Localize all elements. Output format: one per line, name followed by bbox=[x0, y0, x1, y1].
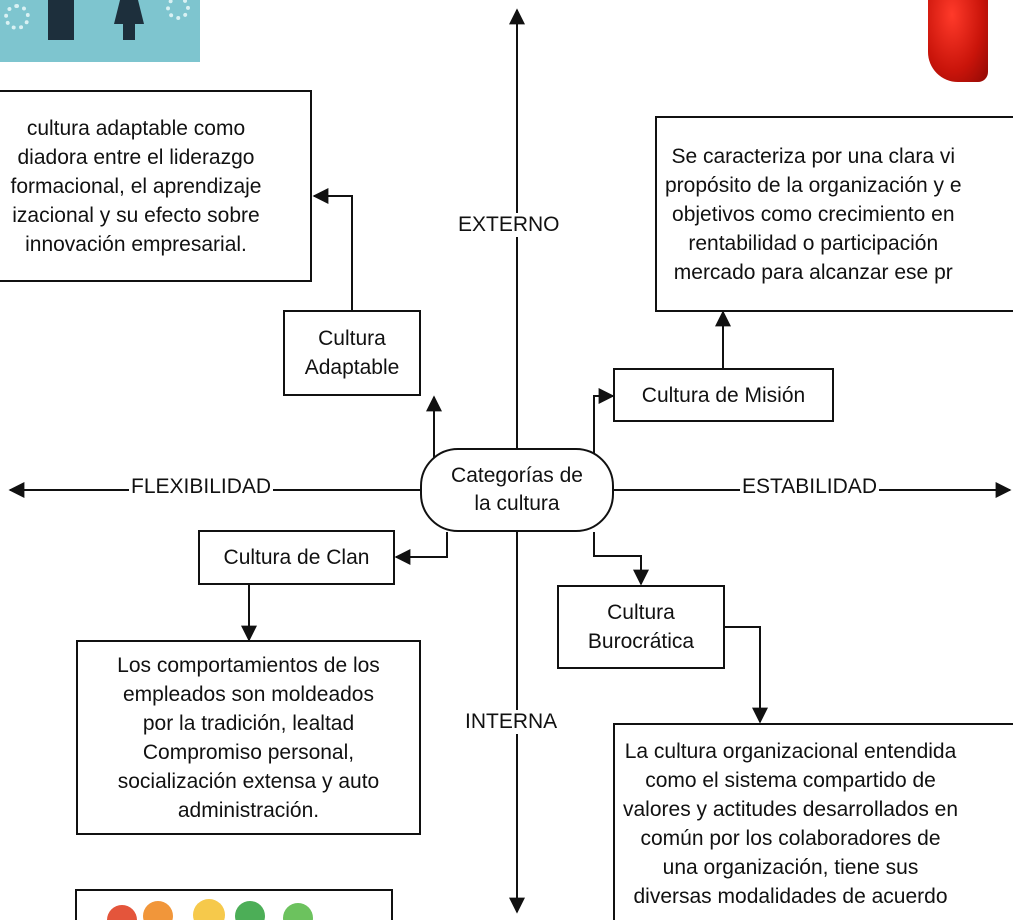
people-image bbox=[0, 0, 200, 62]
node-cultura-mision: Cultura de Misión bbox=[613, 368, 834, 422]
description-cultura-burocratica: La cultura organizacional entendida como… bbox=[613, 723, 1013, 920]
description-cultura-clan: Los comportamientos de los empleados son… bbox=[76, 640, 421, 835]
axis-label-estabilidad: ESTABILIDAD bbox=[740, 475, 879, 499]
colored-balls-image-frame bbox=[75, 889, 393, 920]
connector-adaptable-description bbox=[312, 188, 353, 310]
ball-yellow bbox=[193, 899, 225, 920]
connector-center-clan bbox=[394, 532, 448, 565]
node-cultura-adaptable: Cultura Adaptable bbox=[283, 310, 421, 396]
ball-orange bbox=[143, 901, 173, 920]
ball-red bbox=[107, 905, 137, 920]
axis-label-interna: INTERNA bbox=[463, 710, 560, 734]
connector-center-mision bbox=[593, 388, 615, 458]
connector-center-burocratica bbox=[593, 532, 649, 586]
gear-icon bbox=[4, 4, 30, 30]
gear-icon bbox=[166, 0, 190, 20]
ball-green bbox=[235, 901, 265, 920]
axis-label-flexibilidad: FLEXIBILIDAD bbox=[129, 475, 274, 499]
description-cultura-mision: Se caracteriza por una clara vi propósit… bbox=[655, 116, 1013, 312]
male-figure-icon bbox=[48, 0, 74, 40]
axis-label-externo: EXTERNO bbox=[456, 213, 562, 237]
red-figure-image bbox=[928, 0, 988, 82]
ball-green bbox=[283, 903, 313, 920]
connector-burocratica-description bbox=[725, 626, 768, 724]
center-node-categorias: Categorías de la cultura bbox=[420, 448, 614, 532]
description-cultura-adaptable: cultura adaptable como diadora entre el … bbox=[0, 90, 312, 282]
node-cultura-burocratica: Cultura Burocrática bbox=[557, 585, 725, 669]
node-cultura-clan: Cultura de Clan bbox=[198, 530, 395, 585]
